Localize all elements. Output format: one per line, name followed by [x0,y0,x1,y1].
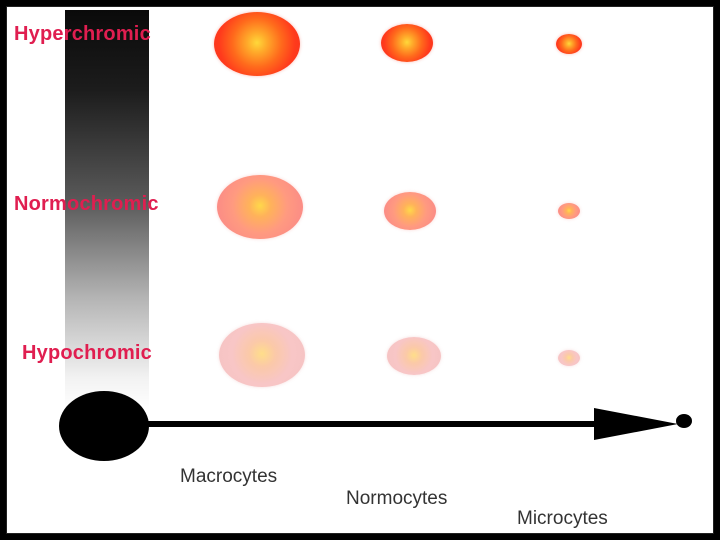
cell-normochromic-microcyte [558,203,580,219]
cell-hypochromic-normocyte [387,337,441,375]
cell-hyperchromic-macrocyte [214,12,300,76]
column-label-microcytes: Microcytes [517,508,608,529]
cell-normochromic-macrocyte [217,175,303,239]
row-label-normochromic: Normochromic [14,193,159,215]
cell-hypochromic-microcyte [558,350,580,366]
column-label-macrocytes: Macrocytes [180,466,278,487]
row-label-hyperchromic: Hyperchromic [14,23,151,45]
cell-hypochromic-macrocyte [219,323,305,387]
large-size-dot [59,391,149,461]
chromicity-gradient-bar [65,10,149,410]
cell-normochromic-normocyte [384,192,436,230]
cell-hyperchromic-microcyte [556,34,582,54]
small-size-dot [676,414,692,428]
row-label-hypochromic: Hypochromic [22,342,153,364]
cell-hyperchromic-normocyte [381,24,433,62]
column-label-normocytes: Normocytes [346,488,448,509]
